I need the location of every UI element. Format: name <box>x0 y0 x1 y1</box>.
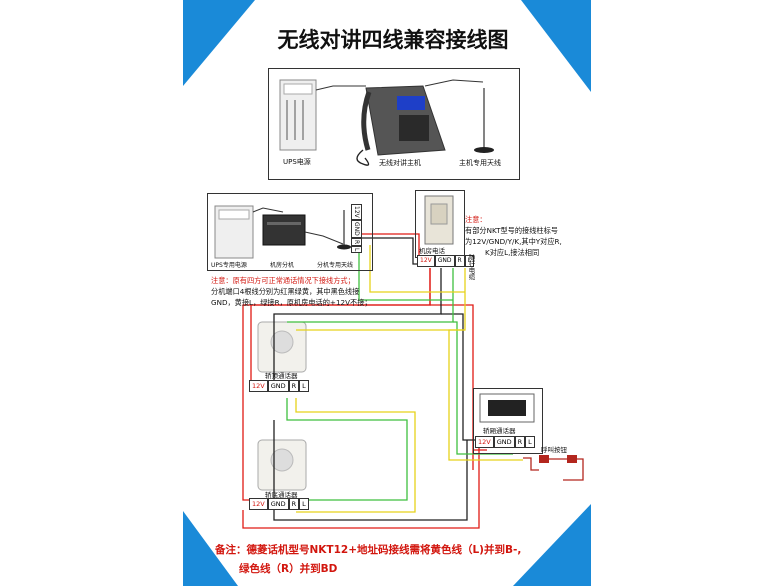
terminal-l: L <box>299 498 309 510</box>
terminal-12v: 12V <box>249 380 268 392</box>
car-bottom-terminals: 12V GND R L <box>249 498 309 510</box>
machine-room-terminals: 12V GND R L <box>417 255 475 267</box>
trailing-cable-label: 随行电缆 <box>467 254 475 280</box>
top-host-label: 无线对讲主机 <box>379 159 421 167</box>
machine-room-label: 机房电话 <box>419 247 445 255</box>
terminal-r: R <box>288 380 300 392</box>
terminal-r: R <box>514 436 526 448</box>
car-bottom-label: 轿底通话器 <box>265 491 298 499</box>
terminal-12v: 12V <box>475 436 494 448</box>
car-inner-device <box>479 393 535 423</box>
note-right-line: 为12V/GND/Y/K,其中Y对应R, <box>465 237 562 246</box>
car-top-terminals: 12V GND R L <box>249 380 309 392</box>
top-host-device <box>356 85 446 166</box>
terminal-gnd: GND <box>434 255 455 267</box>
top-antenna-label: 主机专用天线 <box>459 159 501 167</box>
mid-terminal-12v: 12V <box>351 204 362 220</box>
mid-antenna-device <box>337 210 351 250</box>
note-left: 注意：原有四方可正常通话情况下接线方式； 分机端口4根线分别为红黑绿黄，其中黑色… <box>211 275 372 308</box>
car-bottom-device <box>257 439 307 491</box>
terminal-gnd: GND <box>267 380 289 392</box>
mid-ups-label: UPS专用电源 <box>211 262 247 269</box>
wire-yellow <box>295 398 416 513</box>
call-button-device <box>539 455 577 463</box>
diagram-poster: 无线对讲四线兼容接线图 <box>183 0 591 586</box>
car-inner-label: 轿厢通话器 <box>483 427 516 435</box>
terminal-l: L <box>299 380 309 392</box>
corner-decoration-bottom-left <box>183 511 238 586</box>
top-ups-label: UPS电源 <box>283 158 311 166</box>
note-right-line: K对应L,接法相同 <box>485 248 540 257</box>
diagram-title: 无线对讲四线兼容接线图 <box>277 28 509 52</box>
call-button-label: 呼叫按钮 <box>541 446 567 454</box>
terminal-r: R <box>288 498 300 510</box>
car-top-label: 轿顶通话器 <box>265 372 298 380</box>
corner-decoration-bottom-right <box>513 504 591 586</box>
terminal-12v: 12V <box>249 498 268 510</box>
top-antenna-device <box>474 88 494 153</box>
wire-yellow <box>369 245 465 293</box>
note-right-line: 有部分NKT型号的接线柱标号 <box>465 226 558 235</box>
wire-red <box>523 457 539 471</box>
wire-yellow <box>448 329 523 461</box>
wire-red <box>563 458 584 481</box>
wire-green <box>453 321 513 455</box>
corner-decoration-top-right <box>521 0 591 92</box>
bottom-note-line2: 绿色线（R）并到BD <box>239 563 338 575</box>
terminal-gnd: GND <box>267 498 289 510</box>
mid-terminal-gnd: GND <box>351 219 362 238</box>
wire-red <box>430 304 487 470</box>
note-left-line: GND，黄接L，绿接R，原机房电话的+12V不接； <box>211 298 372 307</box>
mid-terminal-r: R <box>351 237 362 246</box>
top-ups-device <box>279 79 317 151</box>
terminal-l: L <box>525 436 535 448</box>
wire-black <box>273 420 468 521</box>
mid-ups-device <box>214 205 254 259</box>
mid-vertical-terminals: 12V GND R L <box>351 204 362 254</box>
terminal-r: R <box>454 255 465 267</box>
mid-panel <box>207 193 373 271</box>
car-inner-terminals: 12V GND R L <box>475 436 535 448</box>
wire-red <box>242 440 480 529</box>
wire-green <box>358 245 453 301</box>
note-left-line: 分机端口4根线分别为红黑绿黄，其中黑色线接 <box>211 287 360 296</box>
wire-black <box>273 268 442 380</box>
note-left-heading: 注意：原有四方可正常通话情况下接线方式； <box>211 276 355 285</box>
terminal-gnd: GND <box>493 436 515 448</box>
note-right-heading: 注意： <box>465 215 487 224</box>
mid-terminal-l: L <box>351 245 362 254</box>
machine-room-device <box>424 195 454 245</box>
car-top-device <box>257 321 307 373</box>
mid-extension-device <box>262 214 306 246</box>
terminal-12v: 12V <box>417 255 435 267</box>
car-inner-frame <box>473 388 543 454</box>
note-right: 注意： 有部分NKT型号的接线柱标号 为12V/GND/Y/K,其中Y对应R, … <box>465 214 562 258</box>
bottom-note-line1: 备注：德菱话机型号NKT12+地址码接线需将黄色线（L)并到B-, <box>215 544 522 556</box>
bottom-note: 备注：德菱话机型号NKT12+地址码接线需将黄色线（L)并到B-, 绿色线（R）… <box>215 541 521 579</box>
corner-decoration-top-left <box>183 0 255 86</box>
wiring-svg <box>214 79 584 529</box>
terminal-l: L <box>464 255 475 267</box>
mid-antenna-label: 分机专用天线 <box>317 262 354 269</box>
mid-extension-label: 机房分机 <box>270 262 295 269</box>
